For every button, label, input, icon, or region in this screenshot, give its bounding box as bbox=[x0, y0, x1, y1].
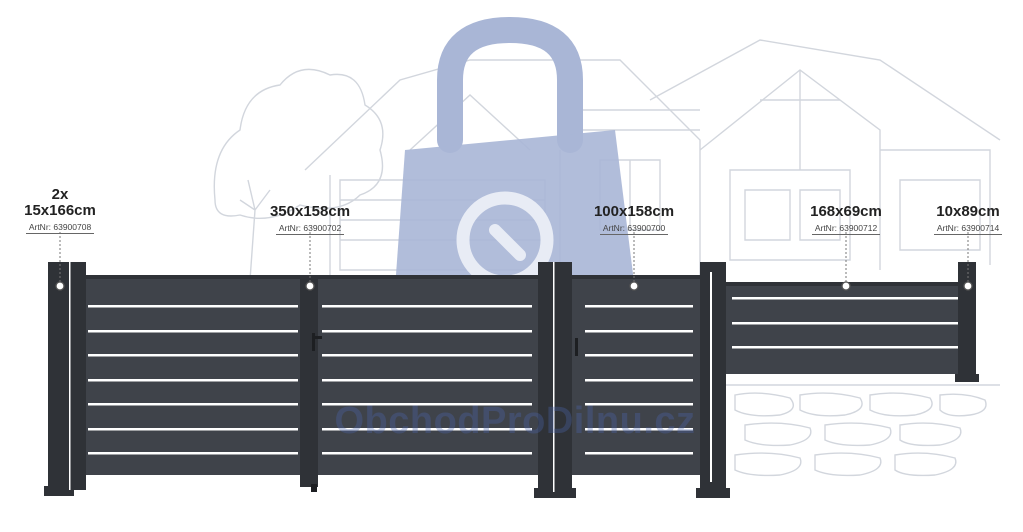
product-size: 168x69cm bbox=[810, 203, 882, 220]
product-art-nr: ArtNr: 63900700 bbox=[599, 222, 669, 235]
product-size: 10x89cm bbox=[936, 203, 1000, 220]
product-art-nr: ArtNr: 63900712 bbox=[811, 222, 881, 235]
product-label-gate-large: 350x158cm ArtNr: 63900702 bbox=[250, 204, 370, 235]
product-size: 15x166cm bbox=[24, 202, 96, 219]
product-label-post-small: 10x89cm ArtNr: 63900714 bbox=[918, 204, 1018, 235]
product-size: 350x158cm bbox=[269, 203, 351, 220]
product-label-gate-small: 100x158cm ArtNr: 63900700 bbox=[574, 204, 694, 235]
watermark-text: ObchodProDilnu.cz bbox=[334, 400, 696, 442]
product-label-low-fence: 168x69cm ArtNr: 63900712 bbox=[790, 204, 902, 235]
product-art-nr: ArtNr: 63900702 bbox=[275, 222, 345, 235]
product-quantity: 2x bbox=[51, 186, 69, 203]
product-size: 100x158cm bbox=[593, 203, 675, 220]
product-art-nr: ArtNr: 63900714 bbox=[933, 222, 1003, 235]
product-art-nr: ArtNr: 63900708 bbox=[25, 221, 95, 234]
product-label-posts: 2x 15x166cm ArtNr: 63900708 bbox=[10, 187, 110, 234]
